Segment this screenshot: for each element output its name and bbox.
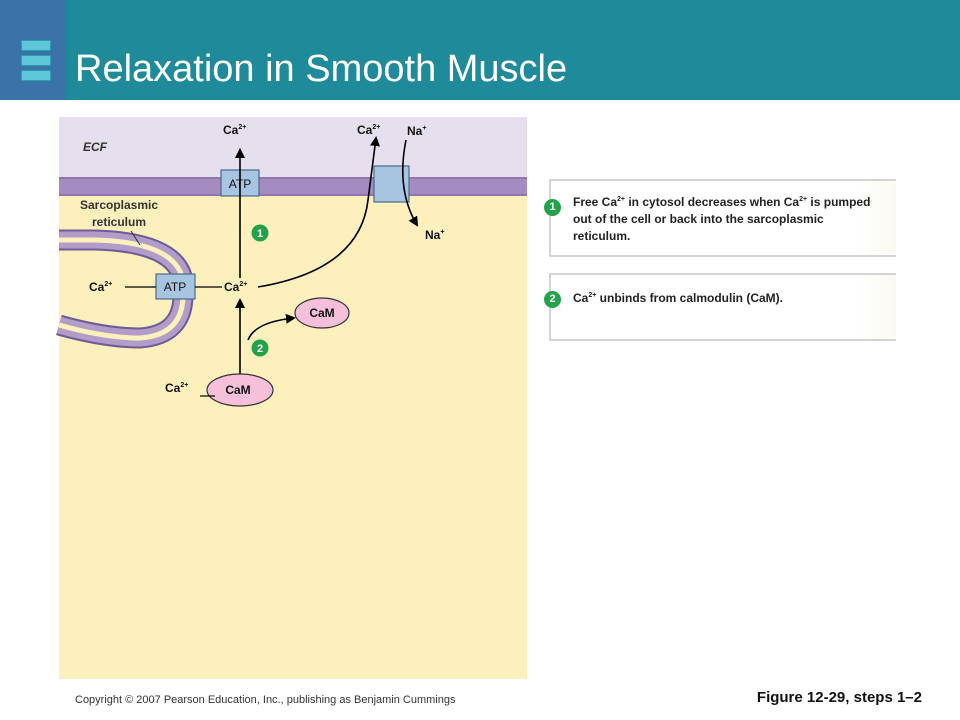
ion-label-ca: Ca2+ bbox=[223, 123, 246, 137]
step-marker-1-label: 1 bbox=[257, 228, 263, 240]
sr-label-line1: Sarcoplasmic bbox=[80, 198, 158, 212]
step-marker-2 bbox=[251, 339, 269, 357]
sr-label-line2: reticulum bbox=[92, 215, 146, 229]
header-bar: Relaxation in Smooth Muscle bbox=[0, 0, 960, 100]
cam-bound-label: CaM bbox=[225, 383, 250, 397]
ion-label-ca: Ca2+ bbox=[89, 280, 112, 294]
step-box-1: 1 Free Ca2+ in cytosol decreases when Ca… bbox=[544, 179, 896, 257]
slide-title: Relaxation in Smooth Muscle bbox=[75, 48, 568, 90]
header-accent-block bbox=[0, 0, 66, 100]
ion-label-na: Na+ bbox=[425, 228, 444, 242]
ion-label-ca: Ca2+ bbox=[224, 280, 247, 294]
ion-label-na: Na+ bbox=[407, 124, 426, 138]
step-text-2: Ca2+ unbinds from calmodulin (CaM). bbox=[573, 291, 783, 305]
ion-label-ca: Ca2+ bbox=[165, 381, 188, 395]
cam-free-label: CaM bbox=[309, 306, 334, 320]
step-box-2: 2 Ca2+ unbinds from calmodulin (CaM). bbox=[544, 273, 896, 341]
step-number-2: 2 bbox=[544, 291, 561, 308]
menu-icon bbox=[21, 70, 51, 81]
step-marker-2-label: 2 bbox=[257, 343, 263, 355]
ecf-region bbox=[59, 117, 527, 179]
menu-icon bbox=[21, 40, 51, 51]
step-marker-1 bbox=[251, 224, 269, 242]
ecf-label: ECF bbox=[83, 140, 108, 154]
copyright-text: Copyright © 2007 Pearson Education, Inc.… bbox=[75, 694, 456, 706]
cytosol-region bbox=[59, 196, 527, 679]
step-text-1: Free Ca2+ in cytosol decreases when Ca2+… bbox=[573, 195, 871, 243]
step-number-1: 1 bbox=[544, 199, 561, 216]
cam-free bbox=[294, 297, 350, 329]
cell-membrane bbox=[59, 177, 527, 196]
menu-icon bbox=[21, 55, 51, 66]
figure-label: Figure 12-29, steps 1–2 bbox=[756, 689, 922, 706]
sr-atp-label: ATP bbox=[164, 280, 186, 294]
ion-label-ca: Ca2+ bbox=[357, 123, 380, 137]
cam-bound bbox=[206, 373, 274, 407]
